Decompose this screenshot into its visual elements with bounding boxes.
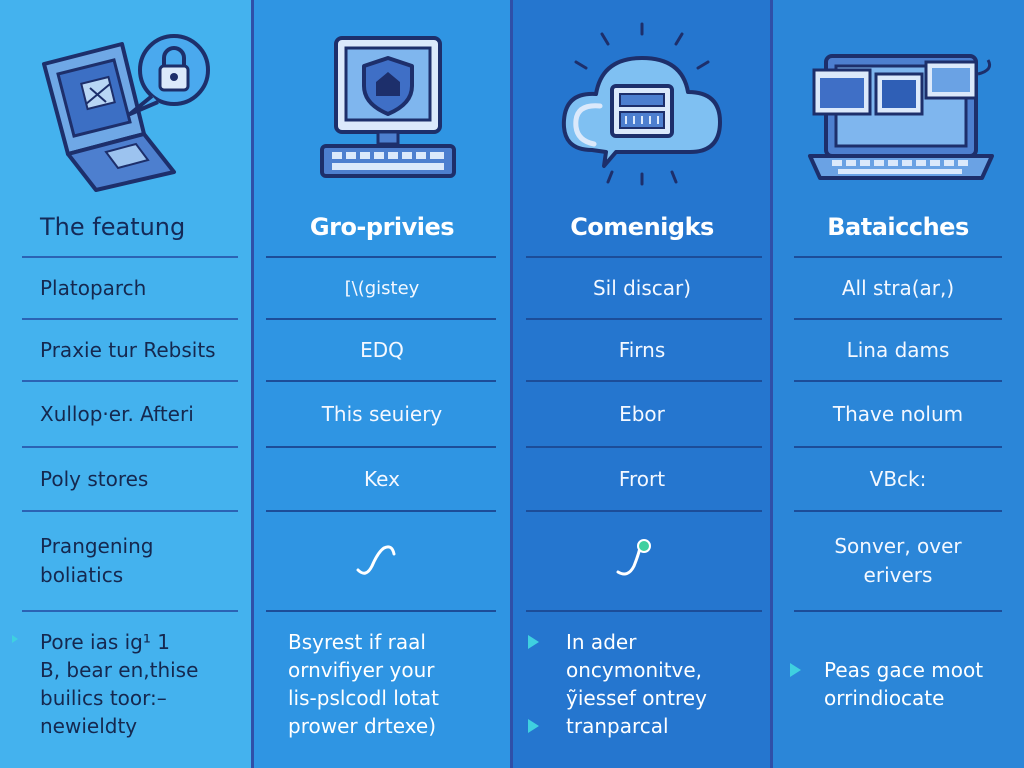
row-divider [526,510,762,512]
column-footer: Peas gace moot orrindiocate [824,658,984,710]
column-separator [510,0,513,768]
row-divider [794,446,1002,448]
table-cell: VBck: [869,466,927,491]
column-header: Comenigks [570,213,714,241]
column-separator [770,0,773,768]
table-cell: Sonver, over erivers [834,534,962,587]
table-cell: EDQ [360,337,404,362]
row-divider [526,318,762,320]
row-divider [22,318,238,320]
table-cell: Firns [618,337,666,362]
row-divider [22,256,238,258]
table-cell: [\(gistey [344,277,420,299]
row-divider [526,446,762,448]
column-separator [251,0,254,768]
table-cell: Ebor [619,401,665,426]
row-divider [22,510,238,512]
column-batches: Bataicches All stra(ar,) Lina dams Thave… [772,0,1024,768]
table-cell: Praxie tur Rebsits [40,337,216,362]
row-divider [266,610,496,612]
table-cell: Lina dams [846,337,950,362]
column-header: The featung [40,213,186,241]
table-cell: Kex [364,466,400,491]
table-cell: Frort [618,466,666,491]
table-cell: This seuiery [321,401,443,426]
column-features: The featung Platoparch Praxie tur Rebsit… [0,0,252,768]
laptop-lock-icon [0,22,252,197]
shield-monitor-icon [252,22,512,197]
bullet-icon [790,663,801,677]
row-divider [22,446,238,448]
table-cell: All stra(ar,) [841,275,955,300]
column-privacy: Gro-privies [\(gistey EDQ This seuiery K… [252,0,512,768]
bullet-icon [12,635,18,643]
table-cell: Poly stores [40,466,149,491]
table-cell: Prangening boliatics [40,534,154,587]
column-footer: Bsyrest if raal ornvifiyer your lis-pslc… [288,630,439,738]
row-divider [526,380,762,382]
row-divider [794,610,1002,612]
cloud-server-icon [512,22,772,197]
row-divider [526,610,762,612]
bullet-icon [528,719,539,733]
column-connections: Comenigks Sil discar) Firns Ebor Frort I… [512,0,772,768]
row-divider [794,380,1002,382]
row-divider [266,446,496,448]
row-divider [266,256,496,258]
table-cell: Platoparch [40,275,147,300]
row-divider [794,318,1002,320]
column-header: Gro-privies [309,213,455,241]
row-divider [266,318,496,320]
row-divider [266,510,496,512]
squiggle-icon [356,545,396,575]
row-divider [266,380,496,382]
table-cell: Xullop·er. Afteri [40,401,194,426]
table-cell: Thave nolum [832,401,964,426]
column-header: Bataicches [827,213,969,241]
row-divider [22,380,238,382]
row-divider [526,256,762,258]
row-divider [22,610,238,612]
column-footer: In ader oncymonitve, ỹiessef ontrey tran… [566,630,707,738]
squiggle-icon [616,539,651,576]
laptop-windows-icon [772,22,1024,197]
table-cell: Sil discar) [592,275,692,300]
row-divider [794,256,1002,258]
row-divider [794,510,1002,512]
column-footer: Pore ias ig¹ 1 B, bear en,thise builics … [40,630,199,738]
bullet-icon [528,635,539,649]
